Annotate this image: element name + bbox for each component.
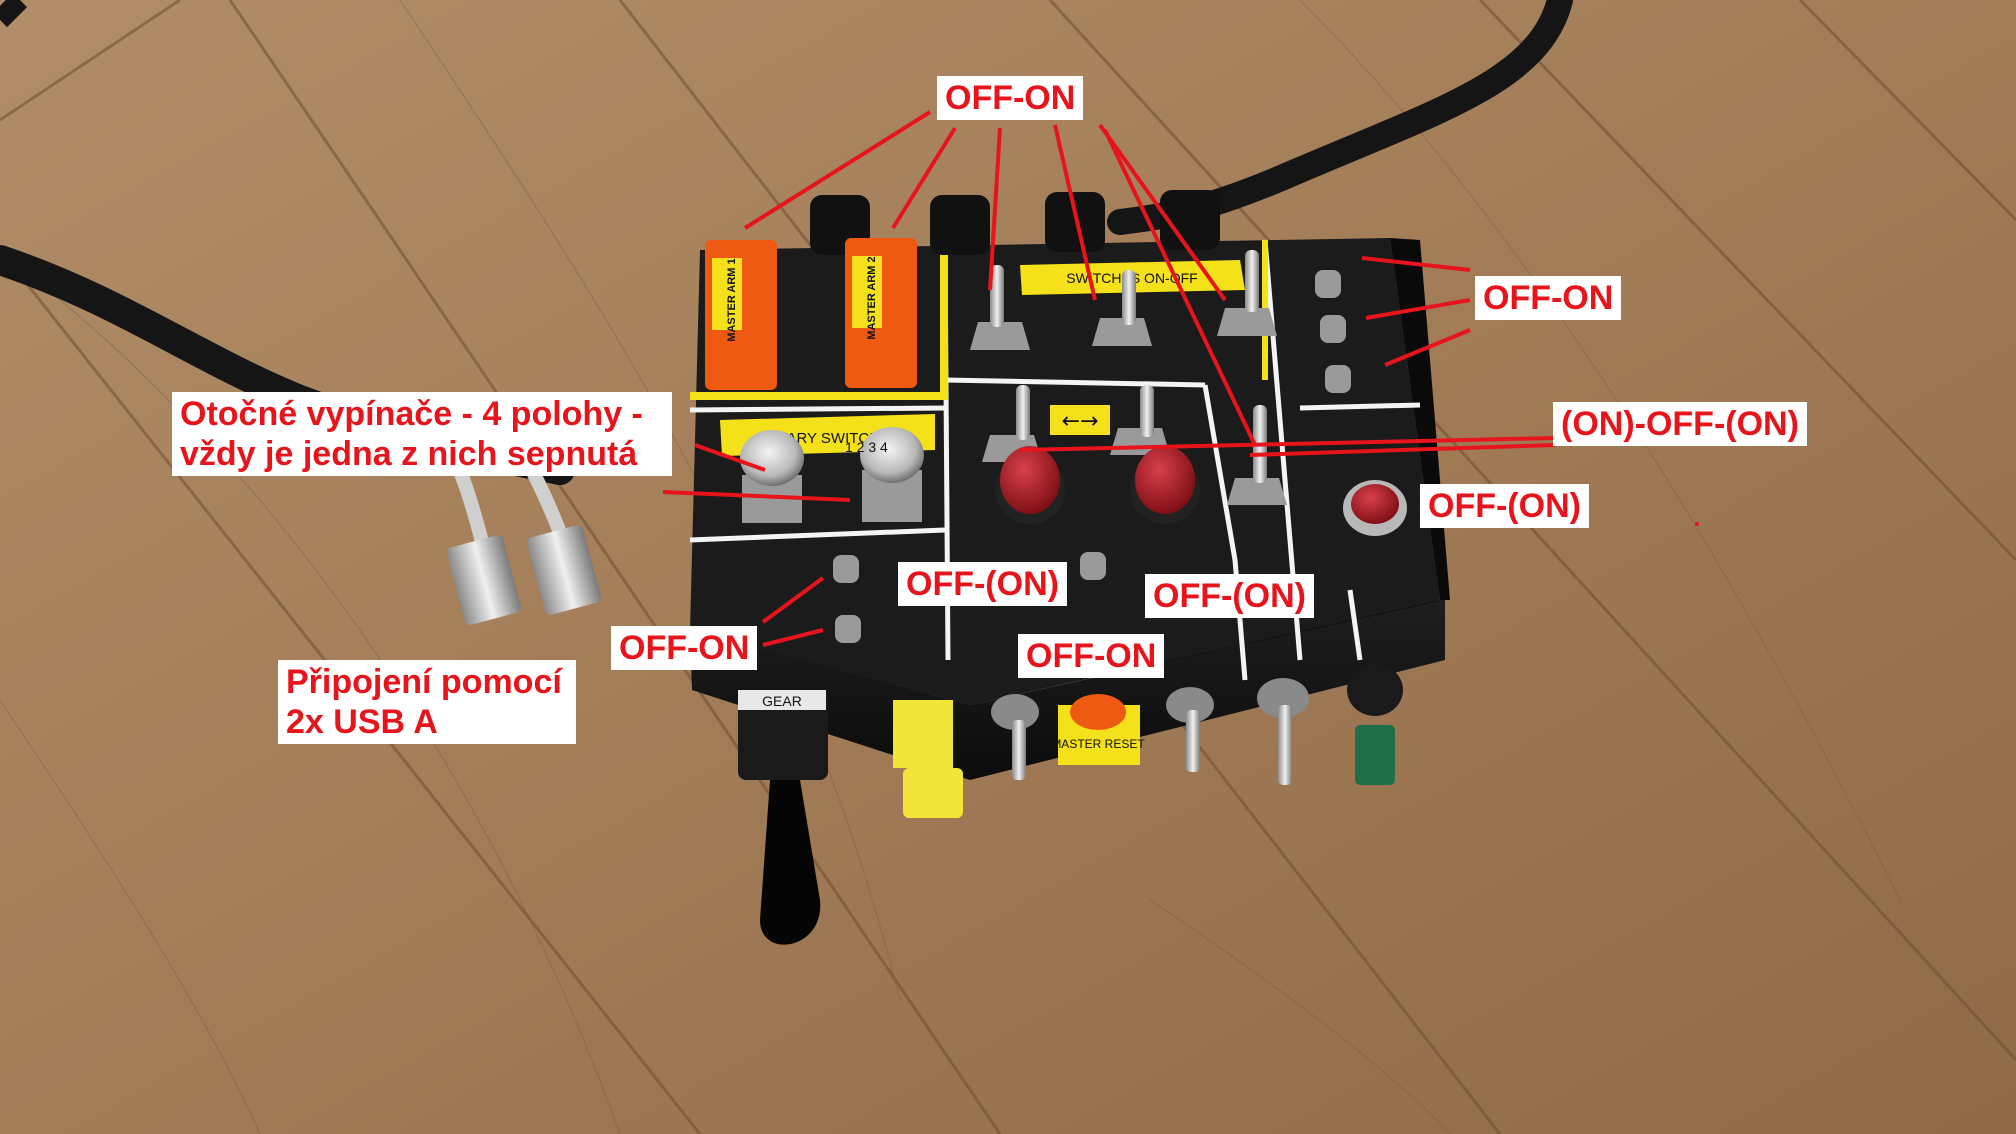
svg-text:MASTER RESET: MASTER RESET: [1051, 737, 1145, 751]
panel-label-arrows: ←→: [1050, 405, 1110, 435]
green-key-switch: [1347, 664, 1403, 785]
callout-usb-line2: 2x USB A: [286, 703, 438, 741]
panel-label-master-arm-1: MASTER ARM 1: [726, 258, 738, 341]
front-toggle-switches: [991, 678, 1309, 785]
callout-left-mid-off-momentary: OFF-(ON): [898, 562, 1067, 606]
callout-right-off-momentary: OFF-(ON): [1420, 484, 1589, 528]
callout-center-off-momentary: OFF-(ON): [1145, 574, 1314, 618]
gear-lever: [738, 690, 828, 945]
toggle-switches: [833, 250, 1351, 643]
callout-bottom-off-on: OFF-ON: [1018, 634, 1165, 678]
red-push-buttons: [995, 446, 1407, 536]
panel-label-rotary-positions: 1 2 3 4: [845, 439, 888, 455]
svg-text:MASTER ARM 2: MASTER ARM 2: [866, 256, 878, 339]
callout-usb-line1: Připojení pomocí: [286, 663, 562, 701]
panel-label-master-reset: MASTER RESET: [1051, 737, 1145, 751]
callout-top-off-on: OFF-ON: [937, 76, 1084, 120]
panel-label-gear: GEAR: [738, 690, 826, 710]
svg-text:MASTER ARM 1: MASTER ARM 1: [726, 258, 738, 341]
annotation-dot: [1695, 522, 1699, 526]
callout-on-off-on: (ON)-OFF-(ON): [1553, 402, 1807, 446]
callout-rotary-switches: Otočné vypínače - 4 polohy - vždy je jed…: [172, 392, 672, 476]
callout-right-off-on: OFF-ON: [1475, 276, 1622, 320]
panel-label-master-arm-2: MASTER ARM 2: [866, 256, 878, 339]
yellow-lever: [893, 700, 963, 818]
callout-usb-connection: Připojení pomocí 2x USB A: [278, 660, 576, 744]
svg-text:←→: ←→: [1062, 409, 1099, 434]
callout-rotary-line1: Otočné vypínače - 4 polohy -: [180, 395, 643, 433]
master-reset-button: [1058, 694, 1140, 765]
callout-left-off-on: OFF-ON: [611, 626, 758, 670]
svg-text:1 2 3 4: 1 2 3 4: [845, 439, 888, 455]
svg-text:GEAR: GEAR: [762, 693, 802, 709]
callout-rotary-line2: vždy je jedna z nich sepnutá: [180, 435, 638, 473]
master-arm-guards: [705, 238, 917, 390]
annotation-lines: [662, 110, 1556, 647]
